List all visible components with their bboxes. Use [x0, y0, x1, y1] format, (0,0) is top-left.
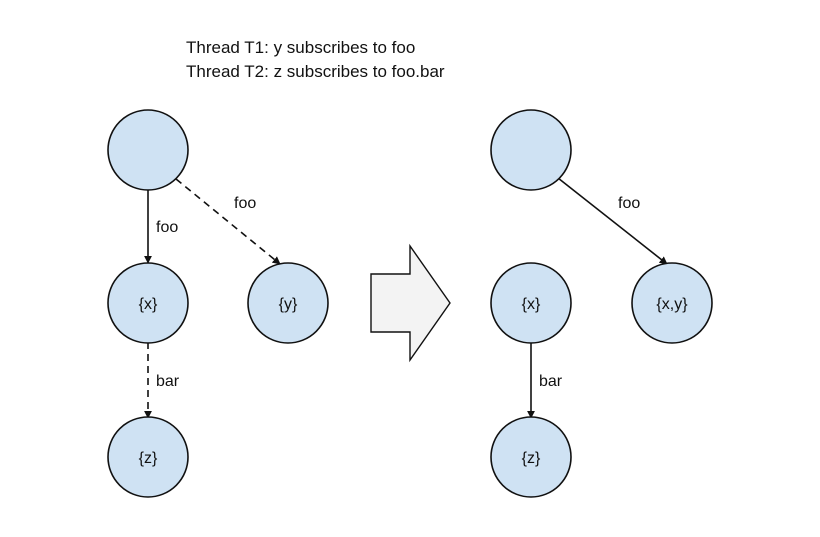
before-node-y-label: {y}: [279, 296, 298, 313]
after-node-z: [490, 416, 572, 498]
before-node-z: [107, 416, 189, 498]
after-node-xy-label: {x,y}: [656, 296, 688, 313]
before-node-x-label: {x}: [139, 296, 158, 313]
caption-thread-t1: Thread T1: y subscribes to foo: [186, 38, 416, 57]
before-node-x: [107, 262, 189, 344]
after-node-x-label: {x}: [522, 296, 541, 313]
before-edge-root-x-label: foo: [156, 219, 178, 236]
after-node-x: [490, 262, 572, 344]
after-edge-root-xy-label: foo: [618, 195, 640, 212]
after-node-xy: [631, 262, 713, 344]
after-edge-root-xy: [557, 177, 668, 265]
right-arrow-icon: [370, 243, 451, 363]
caption-thread-t2: Thread T2: z subscribes to foo.bar: [186, 62, 445, 81]
before-node-y: [247, 262, 329, 344]
after-edge-x-z-label: bar: [539, 373, 563, 390]
before-edge-x-z-label: bar: [156, 373, 180, 390]
after-node-z-label: {z}: [522, 450, 541, 467]
after-root-node: [490, 109, 572, 191]
before-edge-root-y: [175, 178, 281, 265]
before-root-node: [107, 109, 189, 191]
before-node-z-label: {z}: [139, 450, 158, 467]
before-edge-root-y-label: foo: [234, 195, 256, 212]
